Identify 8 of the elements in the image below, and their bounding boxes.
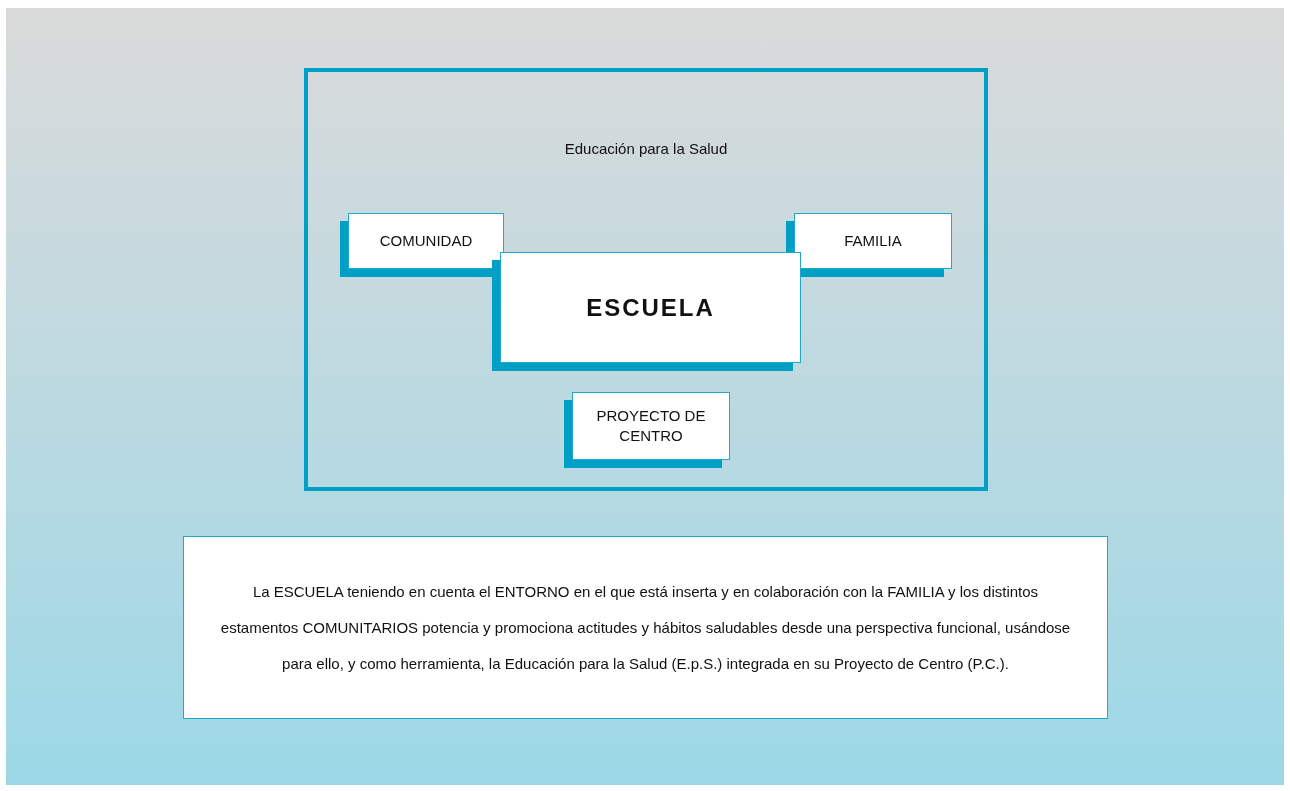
description-text: La ESCUELA teniendo en cuenta el ENTORNO en el que está inserta y en colaboración con la FAMILIA y los distintos estamentos COMUNITARIOS potencia y promociona actitudes y hábitos saludables desde una perspectiva funcional, usándose para ello, y como herramienta, la Educación para la Salud (E.p.S.) integrada en su Proyecto de Centro (P.C.). — [219, 581, 1072, 674]
box-label: FAMILIA — [844, 231, 902, 251]
main-label: ESCUELA — [586, 292, 715, 323]
frame-box — [304, 68, 988, 491]
box-label: COMUNIDAD — [379, 231, 473, 251]
frame-heading: Educación para la Salud — [563, 139, 729, 159]
description-box — [183, 536, 1108, 719]
box-label: PROYECTO DE CENTRO — [595, 406, 707, 446]
